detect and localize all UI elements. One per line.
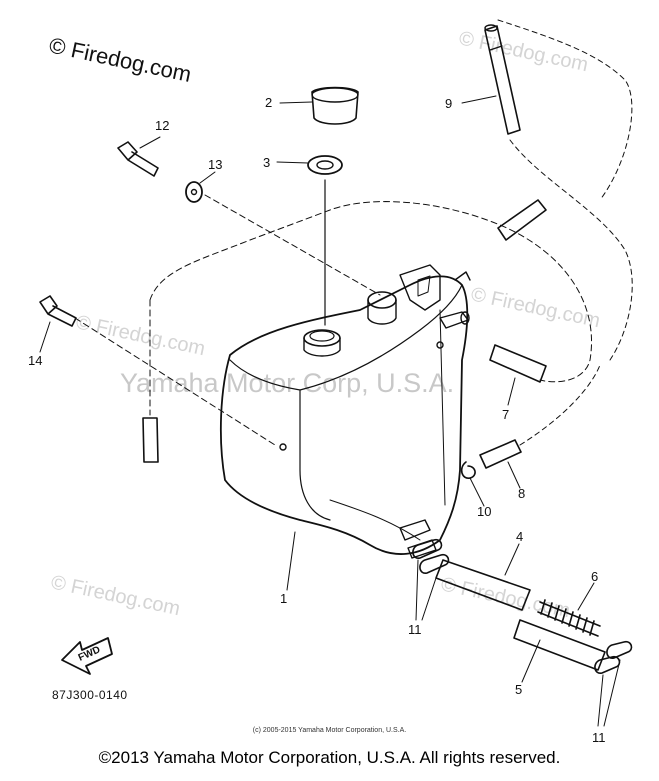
copyright-main: ©2013 Yamaha Motor Corporation, U.S.A. A…	[98, 748, 561, 767]
watermark-center: Yamaha Motor Corp, U.S.A.	[120, 368, 454, 398]
breather-hose-dashed	[509, 139, 633, 361]
filler-neck-inner	[309, 330, 335, 342]
part-11-clamp	[412, 538, 443, 559]
label-part-2: 2	[265, 95, 272, 110]
tank-fitting-right	[439, 311, 469, 329]
leader-line-hose-8	[519, 364, 601, 446]
leader-14	[39, 321, 51, 353]
label-part-10: 10	[477, 504, 491, 519]
leader-4	[504, 543, 520, 576]
leader-1	[286, 531, 296, 591]
tank-outline-dashed	[149, 201, 592, 383]
leader-2	[279, 101, 313, 104]
copyright-small: (c) 2005-2015 Yamaha Motor Corporation, …	[252, 727, 407, 734]
part-2-cap-top	[311, 87, 359, 103]
label-part-3: 3	[263, 155, 270, 170]
watermark-repeat: © Firedog.com	[74, 311, 207, 360]
part-9-hose-end	[484, 24, 498, 32]
tank-mount-hole	[436, 341, 444, 349]
tank-outlet-upper	[399, 519, 431, 541]
leader-5	[521, 639, 541, 683]
oil-tank-edge	[229, 359, 331, 521]
oil-tank-body	[219, 275, 469, 555]
filler-neck	[303, 329, 341, 347]
part-4-hose	[435, 559, 531, 611]
tank-outlet-lower	[407, 539, 437, 559]
label-part-14: 14	[28, 353, 42, 368]
label-part-5: 5	[515, 682, 522, 697]
part-9-hose-band	[489, 45, 503, 51]
tank-fitting-top	[454, 271, 471, 281]
part-5-hose	[513, 619, 606, 671]
oil-tank-edge	[299, 284, 463, 391]
label-part-4: 4	[516, 529, 523, 544]
part-9-hose	[484, 25, 521, 135]
leader-11b	[597, 659, 621, 727]
oil-tank-edge	[329, 499, 421, 541]
fwd-arrow	[61, 637, 113, 675]
label-part-13: 13	[208, 157, 222, 172]
label-part-1: 1	[280, 591, 287, 606]
part-2-cap	[311, 86, 359, 125]
leader-3	[276, 161, 309, 164]
label-part-11a: 11	[408, 622, 422, 637]
oil-tank-edge	[439, 309, 446, 506]
part-7-hose	[489, 344, 547, 383]
leader-13	[199, 171, 216, 184]
part-8-hose	[479, 439, 522, 469]
filler-neck-side	[303, 337, 341, 357]
watermark-repeat: © Firedog.com	[439, 573, 572, 622]
leader-9	[461, 95, 497, 104]
watermark-repeat: © Firedog.com	[469, 283, 602, 332]
leader-10	[469, 477, 485, 507]
watermark-top-left: © Firedog.com	[47, 32, 194, 87]
tank-bracket-inner	[417, 275, 431, 297]
part-code: 87J300-0140	[52, 688, 128, 702]
part-3-gasket	[307, 155, 343, 175]
leader-line-13	[204, 194, 381, 296]
label-part-12: 12	[155, 118, 169, 133]
part-11-clamp	[594, 655, 621, 674]
hose-segment	[497, 199, 547, 241]
label-part-11b: 11	[592, 730, 606, 745]
part-6-spring	[537, 599, 601, 637]
leader-7	[507, 377, 516, 406]
part-12-bolt	[117, 141, 159, 177]
part-14-bolt	[39, 295, 77, 327]
tank-bracket	[399, 264, 441, 311]
leader-6	[577, 582, 595, 611]
watermark-repeat: © Firedog.com	[457, 27, 590, 76]
part-13-washer-hole	[190, 188, 198, 196]
part-11-clamp	[606, 640, 633, 659]
hose-left	[142, 417, 159, 463]
leader-8	[507, 461, 521, 489]
watermark-repeat: © Firedog.com	[49, 571, 182, 620]
part-13-washer	[185, 181, 203, 203]
part-10-clip	[460, 461, 476, 479]
tank-mount-hole	[279, 443, 287, 451]
part-11-clamp	[419, 553, 450, 574]
label-part-7: 7	[502, 407, 509, 422]
tank-fitting-right-end	[460, 311, 470, 325]
label-part-6: 6	[591, 569, 598, 584]
part-3-gasket-hole	[316, 160, 334, 170]
tank-nozzle-side	[367, 299, 397, 325]
leader-11a	[415, 559, 438, 621]
label-part-8: 8	[518, 486, 525, 501]
label-part-9: 9	[445, 96, 452, 111]
leader-12	[139, 136, 161, 149]
